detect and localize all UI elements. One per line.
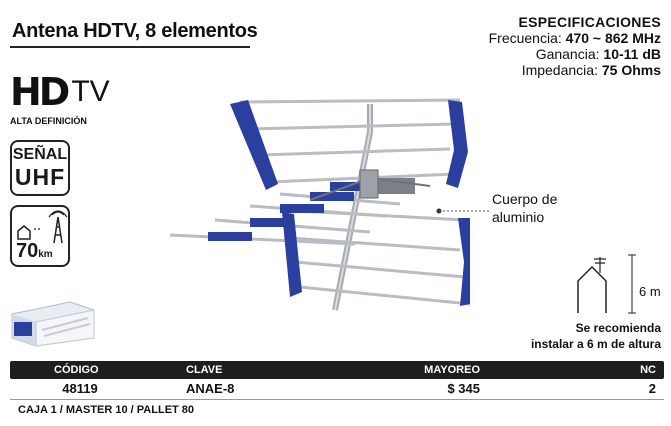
hdtv-logo: HD TV [10, 70, 110, 114]
spec-gain-label: Ganancia: [535, 46, 600, 62]
tv-letters: TV [71, 75, 110, 108]
spec-frequency-label: Frecuencia: [488, 30, 562, 46]
range-badge: 70km [10, 205, 70, 267]
header-mayoreo: MAYOREO [424, 364, 480, 376]
uhf-label: UHF [14, 164, 66, 190]
spec-impedance-label: Impedancia: [521, 62, 598, 78]
spec-frequency: Frecuencia: 470 ~ 862 MHz [489, 30, 661, 46]
aluminum-body-callout: Cuerpo de aluminio [492, 190, 557, 226]
spec-impedance: Impedancia: 75 Ohms [489, 62, 661, 78]
specs-heading: ESPECIFICACIONES [518, 14, 661, 30]
hd-letters: HD [10, 70, 70, 114]
antenna-image [170, 98, 470, 311]
product-box-image [11, 301, 95, 347]
cell-codigo: 48119 [62, 381, 98, 396]
range-unit: km [38, 249, 53, 260]
range-number: 70 [16, 240, 39, 262]
house-tower-icon [17, 210, 68, 244]
page-title: Antena HDTV, 8 elementos [12, 20, 258, 42]
title-underline [10, 46, 250, 48]
spec-impedance-value: 75 Ohms [601, 62, 661, 78]
header-codigo: CÓDIGO [54, 364, 99, 376]
cell-mayoreo: $ 345 [447, 381, 480, 396]
range-value: 70km [16, 240, 53, 263]
header-nc: NC [640, 364, 656, 376]
advice-line2: instalar a 6 m de altura [530, 337, 661, 351]
uhf-signal-badge: SEÑAL UHF [10, 140, 70, 196]
callout-line1: Cuerpo de [492, 191, 558, 207]
header-clave: CLAVE [186, 364, 223, 376]
table-header: CÓDIGO CLAVE MAYOREO NC [10, 361, 664, 379]
packaging-note: CAJA 1 / MASTER 10 / PALLET 80 [18, 404, 195, 416]
callout-line2: aluminio [492, 209, 545, 225]
install-advice: Se recomienda instalar a 6 m de altura [531, 320, 661, 352]
house-antenna-icon [577, 254, 636, 314]
table-row: 48119 ANAE-8 $ 345 2 [10, 379, 664, 400]
callout-leader-line [436, 208, 490, 214]
spec-gain-value: 10-11 dB [603, 46, 661, 62]
cell-clave: ANAE-8 [186, 381, 235, 396]
install-height: 6 m [639, 284, 661, 299]
cell-nc: 2 [648, 381, 656, 396]
specifications: ESPECIFICACIONES Frecuencia: 470 ~ 862 M… [489, 14, 661, 78]
signal-label: SEÑAL [12, 146, 68, 163]
hd-caption: ALTA DEFINICIÓN [10, 116, 87, 126]
price-table: CÓDIGO CLAVE MAYOREO NC 48119 ANAE-8 $ 3… [10, 361, 664, 400]
spec-gain: Ganancia: 10-11 dB [489, 46, 661, 62]
advice-line1: Se recomienda [575, 321, 661, 335]
spec-frequency-value: 470 ~ 862 MHz [565, 30, 661, 46]
hdtv-badge: HD TV ALTA DEFINICIÓN [10, 70, 110, 126]
